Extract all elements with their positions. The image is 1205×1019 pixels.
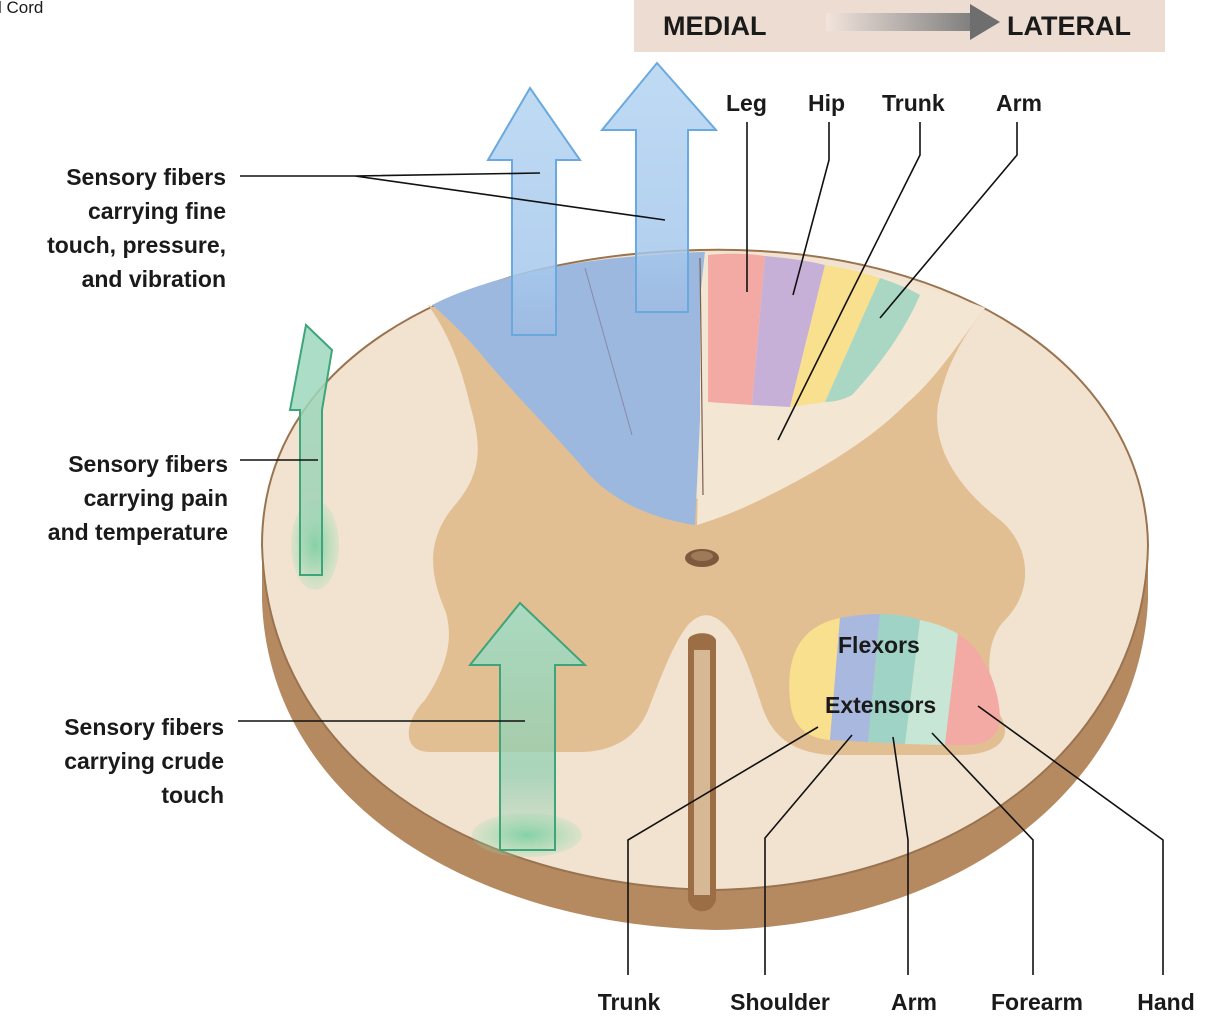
svg-text:carrying crude: carrying crude xyxy=(64,748,224,774)
arm-top-label: Arm xyxy=(996,90,1042,116)
svg-text:Sensory fibers: Sensory fibers xyxy=(64,714,224,740)
svg-text:carrying pain: carrying pain xyxy=(84,485,228,511)
svg-text:Sensory fibers: Sensory fibers xyxy=(68,451,228,477)
corner-caption: l Cord xyxy=(0,0,43,17)
trunk-top-label: Trunk xyxy=(882,90,945,116)
trunk-bottom-label: Trunk xyxy=(598,989,661,1015)
svg-text:and vibration: and vibration xyxy=(82,266,226,292)
spinal-cord-cross-section: Flexors Extensors xyxy=(262,250,1148,930)
arm-bottom-label: Arm xyxy=(891,989,937,1015)
pain-temperature-label: Sensory fibers carrying pain and tempera… xyxy=(48,451,228,545)
medial-label: MEDIAL xyxy=(663,11,767,41)
shoulder-label: Shoulder xyxy=(730,989,830,1015)
svg-text:Sensory fibers: Sensory fibers xyxy=(66,164,226,190)
hip-label: Hip xyxy=(808,90,845,116)
forearm-label: Forearm xyxy=(991,989,1083,1015)
svg-text:and temperature: and temperature xyxy=(48,519,228,545)
fine-touch-label: Sensory fibers carrying fine touch, pres… xyxy=(47,164,226,292)
svg-text:carrying fine: carrying fine xyxy=(88,198,226,224)
direction-banner: MEDIAL LATERAL xyxy=(634,0,1165,52)
crude-touch-label: Sensory fibers carrying crude touch xyxy=(64,714,224,808)
hand-label: Hand xyxy=(1137,989,1195,1015)
leg-label: Leg xyxy=(726,90,767,116)
fine-touch-leader xyxy=(240,173,665,220)
extensors-label: Extensors xyxy=(825,692,936,718)
svg-text:touch, pressure,: touch, pressure, xyxy=(47,232,226,258)
flexors-label: Flexors xyxy=(838,632,920,658)
svg-text:touch: touch xyxy=(161,782,224,808)
lateral-label: LATERAL xyxy=(1007,11,1131,41)
